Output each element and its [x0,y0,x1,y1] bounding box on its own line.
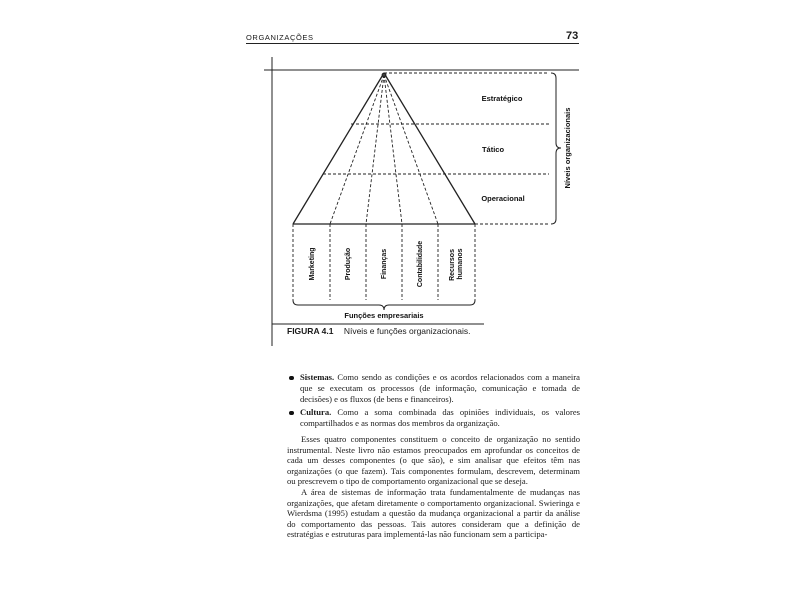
running-head: ORGANIZAÇÕES [246,33,314,42]
figure-caption: FIGURA 4.1 Níveis e funções organizacion… [287,326,470,336]
body-text: Esses quatro componentes constituem o co… [287,434,580,540]
bullet-term: Sistemas. [300,372,335,382]
levels-brace [550,72,562,225]
function-ray [329,74,385,225]
function-ray [383,74,403,225]
bullet-text: Como a soma combinada das opiniões indiv… [300,407,580,428]
function-label-accounting: Contabilidade [417,241,424,287]
function-label-hr-line2: humanos [457,248,464,279]
function-label-hr: Recursos humanos [449,247,464,281]
function-label-finance: Finanças [381,249,388,279]
bullet-item: Sistemas. Como sendo as condições e os a… [287,372,580,405]
bullet-item: Cultura. Como a soma combinada das opini… [287,407,580,429]
function-ray [383,74,439,225]
function-label-production: Produção [345,248,352,280]
paragraph: Esses quatro componentes constituem o co… [287,434,580,487]
header-rule [246,43,579,44]
levels-axis-label: Níveis organizacionais [563,108,572,189]
figure-caption-text: Níveis e funções organizacionais. [343,326,471,336]
level-label-operational: Operacional [481,194,524,203]
function-label-marketing: Marketing [309,247,316,280]
paragraph: A área de sistemas de informação trata f… [287,486,580,540]
figure-caption-label: FIGURA 4.1 [287,326,334,336]
pyramid-left-edge [292,72,385,225]
page-number: 73 [566,30,579,42]
functions-axis-label: Funções empresariais [344,311,423,320]
function-label-hr-line1: Recursos [449,249,456,281]
level-label-strategic: Estratégico [482,94,523,103]
function-ray [365,74,385,225]
pyramid-right-edge [383,72,476,225]
bullet-text: Como sendo as condições e os acordos rel… [300,372,580,404]
level-label-tactical: Tático [482,145,505,154]
bullet-list: Sistemas. Como sendo as condições e os a… [287,372,580,431]
bullet-term: Cultura. [300,407,332,417]
functions-brace [292,299,476,311]
